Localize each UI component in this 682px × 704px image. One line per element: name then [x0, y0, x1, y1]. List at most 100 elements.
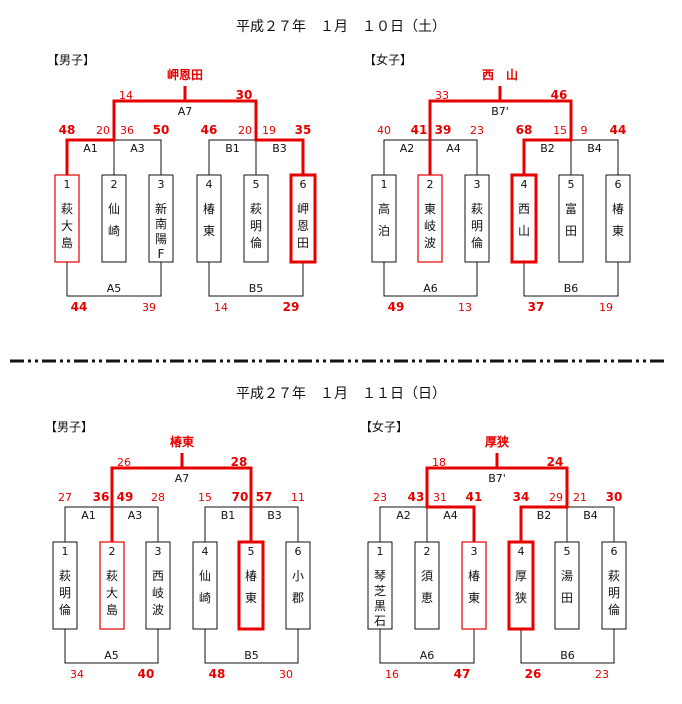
match-label: A5: [107, 282, 122, 295]
match-label: B2: [537, 509, 552, 522]
score: 68: [516, 123, 533, 137]
team-box: [414, 541, 440, 630]
left-bottom-line: [379, 629, 475, 664]
team-name-char: 西: [518, 202, 530, 216]
team-number: 4: [521, 178, 528, 191]
champion-name: 椿東: [170, 434, 194, 449]
team-number: 2: [109, 545, 116, 558]
match-label: B5: [244, 649, 259, 662]
team-name-char: 萩: [250, 202, 262, 216]
team-name-char: 明: [471, 219, 483, 233]
team-name-char: 島: [61, 235, 73, 250]
match-label: B4: [583, 509, 598, 522]
team-number: 3: [158, 178, 165, 191]
team-name-char: 西: [152, 569, 164, 583]
team-number: 2: [427, 178, 434, 191]
team-name-char: 明: [250, 219, 262, 233]
match-label: A1: [83, 142, 98, 155]
date-heading-day2: 平成２７年 １月 １１日（日）: [236, 386, 446, 402]
score: 23: [470, 124, 484, 137]
score: 28: [151, 491, 165, 504]
score: 23: [373, 491, 387, 504]
team-number: 5: [253, 178, 260, 191]
right-bottom-line: [208, 262, 304, 297]
score: 9: [581, 124, 588, 137]
match-label: A3: [130, 142, 145, 155]
team-name-char: 大: [61, 219, 73, 233]
team-box: [554, 541, 580, 630]
score: 33: [435, 89, 449, 102]
team-number: 3: [471, 545, 478, 558]
team-number: 1: [381, 178, 388, 191]
team-number: 6: [611, 545, 618, 558]
team-name-char: 東: [424, 202, 436, 216]
right-bottom-line: [520, 629, 615, 664]
match-label: B2: [540, 142, 555, 155]
score: 46: [201, 123, 218, 137]
team-name-char: 波: [152, 603, 164, 617]
team-name-char: 厚: [515, 569, 527, 583]
team-box: [507, 540, 535, 631]
team-box: [196, 174, 222, 263]
score: 20: [238, 124, 252, 137]
team-name-char: 泊: [378, 224, 390, 238]
date-heading-day1: 平成２７年 １月 １０日（土）: [236, 19, 446, 35]
team-box: [237, 540, 265, 631]
team-name-char: 須: [421, 569, 433, 583]
score: 24: [547, 455, 564, 469]
team-number: 5: [568, 178, 575, 191]
score: 11: [291, 491, 305, 504]
team-name-char: 岐: [424, 219, 436, 233]
team-name-char: F: [158, 247, 165, 261]
team-name-char: 富: [565, 201, 577, 216]
team-number: 5: [564, 545, 571, 558]
right-bottom-line: [204, 629, 299, 664]
team-box: [52, 541, 78, 630]
score: 44: [610, 123, 627, 137]
team-number: 4: [518, 545, 525, 558]
team-number: 1: [62, 545, 69, 558]
team-name-char: 狭: [515, 591, 527, 605]
score: 39: [142, 301, 156, 314]
team-name-char: 東: [203, 224, 215, 238]
score: 18: [432, 456, 446, 469]
team-name-char: 田: [565, 224, 577, 238]
team-box: [601, 541, 627, 630]
score: 40: [138, 667, 155, 681]
team-name-char: 黒: [374, 599, 386, 613]
score: 46: [551, 88, 568, 102]
match-label: A5: [104, 649, 119, 662]
score: 30: [606, 490, 623, 504]
team-name-char: 南: [155, 216, 167, 231]
winning-path: [425, 453, 569, 542]
team-name-char: 倫: [59, 603, 71, 617]
score: 36: [120, 124, 134, 137]
team-number: 6: [300, 178, 307, 191]
score: 44: [71, 300, 88, 314]
team-name-char: 東: [245, 591, 257, 605]
right-bottom-line: [523, 262, 619, 297]
match-label: B3: [267, 509, 282, 522]
team-box: [417, 174, 443, 263]
score: 48: [59, 123, 76, 137]
match-label: A4: [443, 509, 458, 522]
score: 29: [549, 491, 563, 504]
team-name-char: 萩: [61, 202, 73, 216]
score: 36: [93, 490, 110, 504]
score: 31: [433, 491, 447, 504]
match-label: A2: [396, 509, 411, 522]
team-box: [461, 541, 487, 630]
team-name-char: 恵: [421, 591, 433, 605]
score: 34: [70, 668, 84, 681]
team-box: [285, 541, 311, 630]
team-name-char: 高: [378, 201, 390, 216]
section-label: 【女子】: [360, 419, 408, 434]
match-label: B4: [587, 142, 602, 155]
team-name-char: 岐: [152, 586, 164, 600]
match-label: B1: [221, 509, 236, 522]
team-box: [464, 174, 490, 263]
